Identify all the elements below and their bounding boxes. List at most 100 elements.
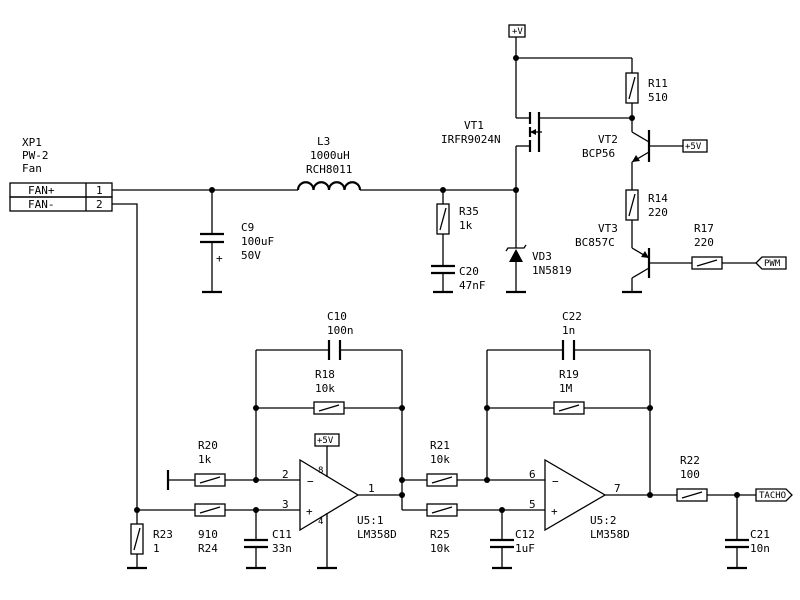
c11-ref: C11 bbox=[272, 528, 292, 541]
r23-value: 1 bbox=[153, 542, 160, 555]
feedback-network-1: C10 100n R18 10k bbox=[253, 310, 405, 508]
vt2-ref: VT2 bbox=[598, 133, 618, 146]
vt2-part: BCP56 bbox=[582, 147, 615, 160]
net-fan-plus bbox=[112, 187, 519, 193]
net-label-5v-u5: +5V bbox=[314, 433, 340, 447]
r18-ref: R18 bbox=[315, 368, 335, 381]
r35-ref: R35 bbox=[459, 205, 479, 218]
r24-value: 910 bbox=[198, 528, 218, 541]
r14-ref: R14 bbox=[648, 192, 668, 205]
pwm-label: PWM bbox=[764, 259, 781, 269]
resistor-r24: 910 R24 bbox=[194, 503, 300, 555]
inductor-l3: L3 1000uH RCH8011 bbox=[296, 135, 362, 191]
c22-value: 1n bbox=[562, 324, 575, 337]
net-label-vplus: +V bbox=[508, 24, 632, 61]
resistor-r21: R21 10k bbox=[399, 439, 545, 487]
r22-value: 100 bbox=[680, 468, 700, 481]
capacitor-c20: C20 47nF bbox=[431, 264, 486, 294]
net-fan-minus bbox=[112, 203, 195, 513]
r22-ref: R22 bbox=[680, 454, 700, 467]
net-label-pwm: PWM bbox=[755, 256, 787, 270]
u5-1-plus: + bbox=[306, 505, 313, 518]
r25-value: 10k bbox=[430, 542, 450, 555]
u5-2-ref: U5:2 bbox=[590, 514, 617, 527]
r24-ref: R24 bbox=[198, 542, 218, 555]
r18-value: 10k bbox=[315, 382, 335, 395]
connector-ref: XP1 bbox=[22, 136, 42, 149]
c11-value: 33n bbox=[272, 542, 292, 555]
c9-polarity: + bbox=[216, 252, 223, 265]
vt3-part: BC857C bbox=[575, 236, 615, 249]
transistor-vt3: VT3 BC857C bbox=[575, 222, 692, 294]
r21-ref: R21 bbox=[430, 439, 450, 452]
u5-1-part: LM358D bbox=[357, 528, 397, 541]
vd3-ref: VD3 bbox=[532, 250, 552, 263]
feedback-network-2: C22 1n R19 1M bbox=[484, 310, 653, 495]
u5-2-minus: − bbox=[552, 475, 559, 488]
u5-1-pin-out: 1 bbox=[368, 482, 375, 495]
c20-ref: C20 bbox=[459, 265, 479, 278]
l3-ref: L3 bbox=[317, 135, 330, 148]
diode-vd3: VD3 1N5819 bbox=[505, 190, 572, 294]
c12-ref: C12 bbox=[515, 528, 535, 541]
u5-1-pin-inv: 2 bbox=[282, 468, 289, 481]
net-inv-input-1 bbox=[253, 476, 300, 483]
r23-ref: R23 bbox=[153, 528, 173, 541]
u5-1-pin-gnd: 4 bbox=[318, 517, 323, 527]
tacho-label: TACHO bbox=[759, 491, 786, 501]
vt1-ref: VT1 bbox=[464, 119, 484, 132]
c9-ref: C9 bbox=[241, 221, 254, 234]
u5-1-pin-vcc: 8 bbox=[318, 466, 323, 476]
r11-value: 510 bbox=[648, 91, 668, 104]
c10-ref: C10 bbox=[327, 310, 347, 323]
resistor-r14: R14 220 bbox=[625, 189, 668, 248]
l3-part: RCH8011 bbox=[306, 163, 352, 176]
u5-2-pin-noninv: 5 bbox=[529, 498, 536, 511]
u5-1-pin-noninv: 3 bbox=[282, 498, 289, 511]
transistor-vt2: VT2 BCP56 bbox=[582, 118, 683, 190]
vd3-part: 1N5819 bbox=[532, 264, 572, 277]
c10-value: 100n bbox=[327, 324, 354, 337]
resistor-r17: R17 220 bbox=[691, 222, 756, 270]
r19-value: 1M bbox=[559, 382, 573, 395]
connector-desc: Fan bbox=[22, 162, 42, 175]
l3-value: 1000uH bbox=[310, 149, 350, 162]
u5-1-ref: U5:1 bbox=[357, 514, 384, 527]
resistor-r35: R35 1k bbox=[436, 190, 479, 266]
r19-ref: R19 bbox=[559, 368, 579, 381]
resistor-r22: R22 100 bbox=[676, 454, 756, 502]
u5-1-minus: − bbox=[307, 475, 314, 488]
c12-value: 1uF bbox=[515, 542, 535, 555]
net-label-5v-vt2: +5V bbox=[682, 139, 708, 153]
vplus-label: +V bbox=[512, 27, 523, 37]
r25-ref: R25 bbox=[430, 528, 450, 541]
resistor-r11: R11 510 bbox=[625, 58, 668, 118]
r17-value: 220 bbox=[694, 236, 714, 249]
capacitor-c12: C12 1uF bbox=[490, 510, 535, 570]
net-label-tacho: TACHO bbox=[755, 488, 793, 502]
u5-2-plus: + bbox=[551, 505, 558, 518]
p5v-label-b: +5V bbox=[317, 436, 334, 446]
resistor-r23: R23 1 bbox=[127, 510, 173, 570]
c22-ref: C22 bbox=[562, 310, 582, 323]
capacitor-c11: C11 33n bbox=[244, 510, 292, 570]
connector-xp1: XP1 PW-2 Fan FAN+ FAN- 1 2 bbox=[9, 136, 113, 212]
pin2-number: 2 bbox=[96, 198, 103, 211]
resistor-r25: R25 10k bbox=[401, 503, 545, 555]
u5-2-part: LM358D bbox=[590, 528, 630, 541]
r20-ref: R20 bbox=[198, 439, 218, 452]
capacitor-c9: + C9 100uF 50V bbox=[200, 190, 274, 294]
u5-2-pin-out: 7 bbox=[614, 482, 621, 495]
resistor-r20: R20 1k bbox=[166, 439, 256, 490]
pin2-label: FAN- bbox=[28, 198, 55, 211]
r35-value: 1k bbox=[459, 219, 473, 232]
c21-value: 10n bbox=[750, 542, 770, 555]
vt3-ref: VT3 bbox=[598, 222, 618, 235]
r17-ref: R17 bbox=[694, 222, 714, 235]
connector-type: PW-2 bbox=[22, 149, 49, 162]
u5-2-pin-inv: 6 bbox=[529, 468, 536, 481]
c9-rating: 50V bbox=[241, 249, 261, 262]
pin1-label: FAN+ bbox=[28, 184, 55, 197]
vt1-part: IRFR9024N bbox=[441, 133, 501, 146]
